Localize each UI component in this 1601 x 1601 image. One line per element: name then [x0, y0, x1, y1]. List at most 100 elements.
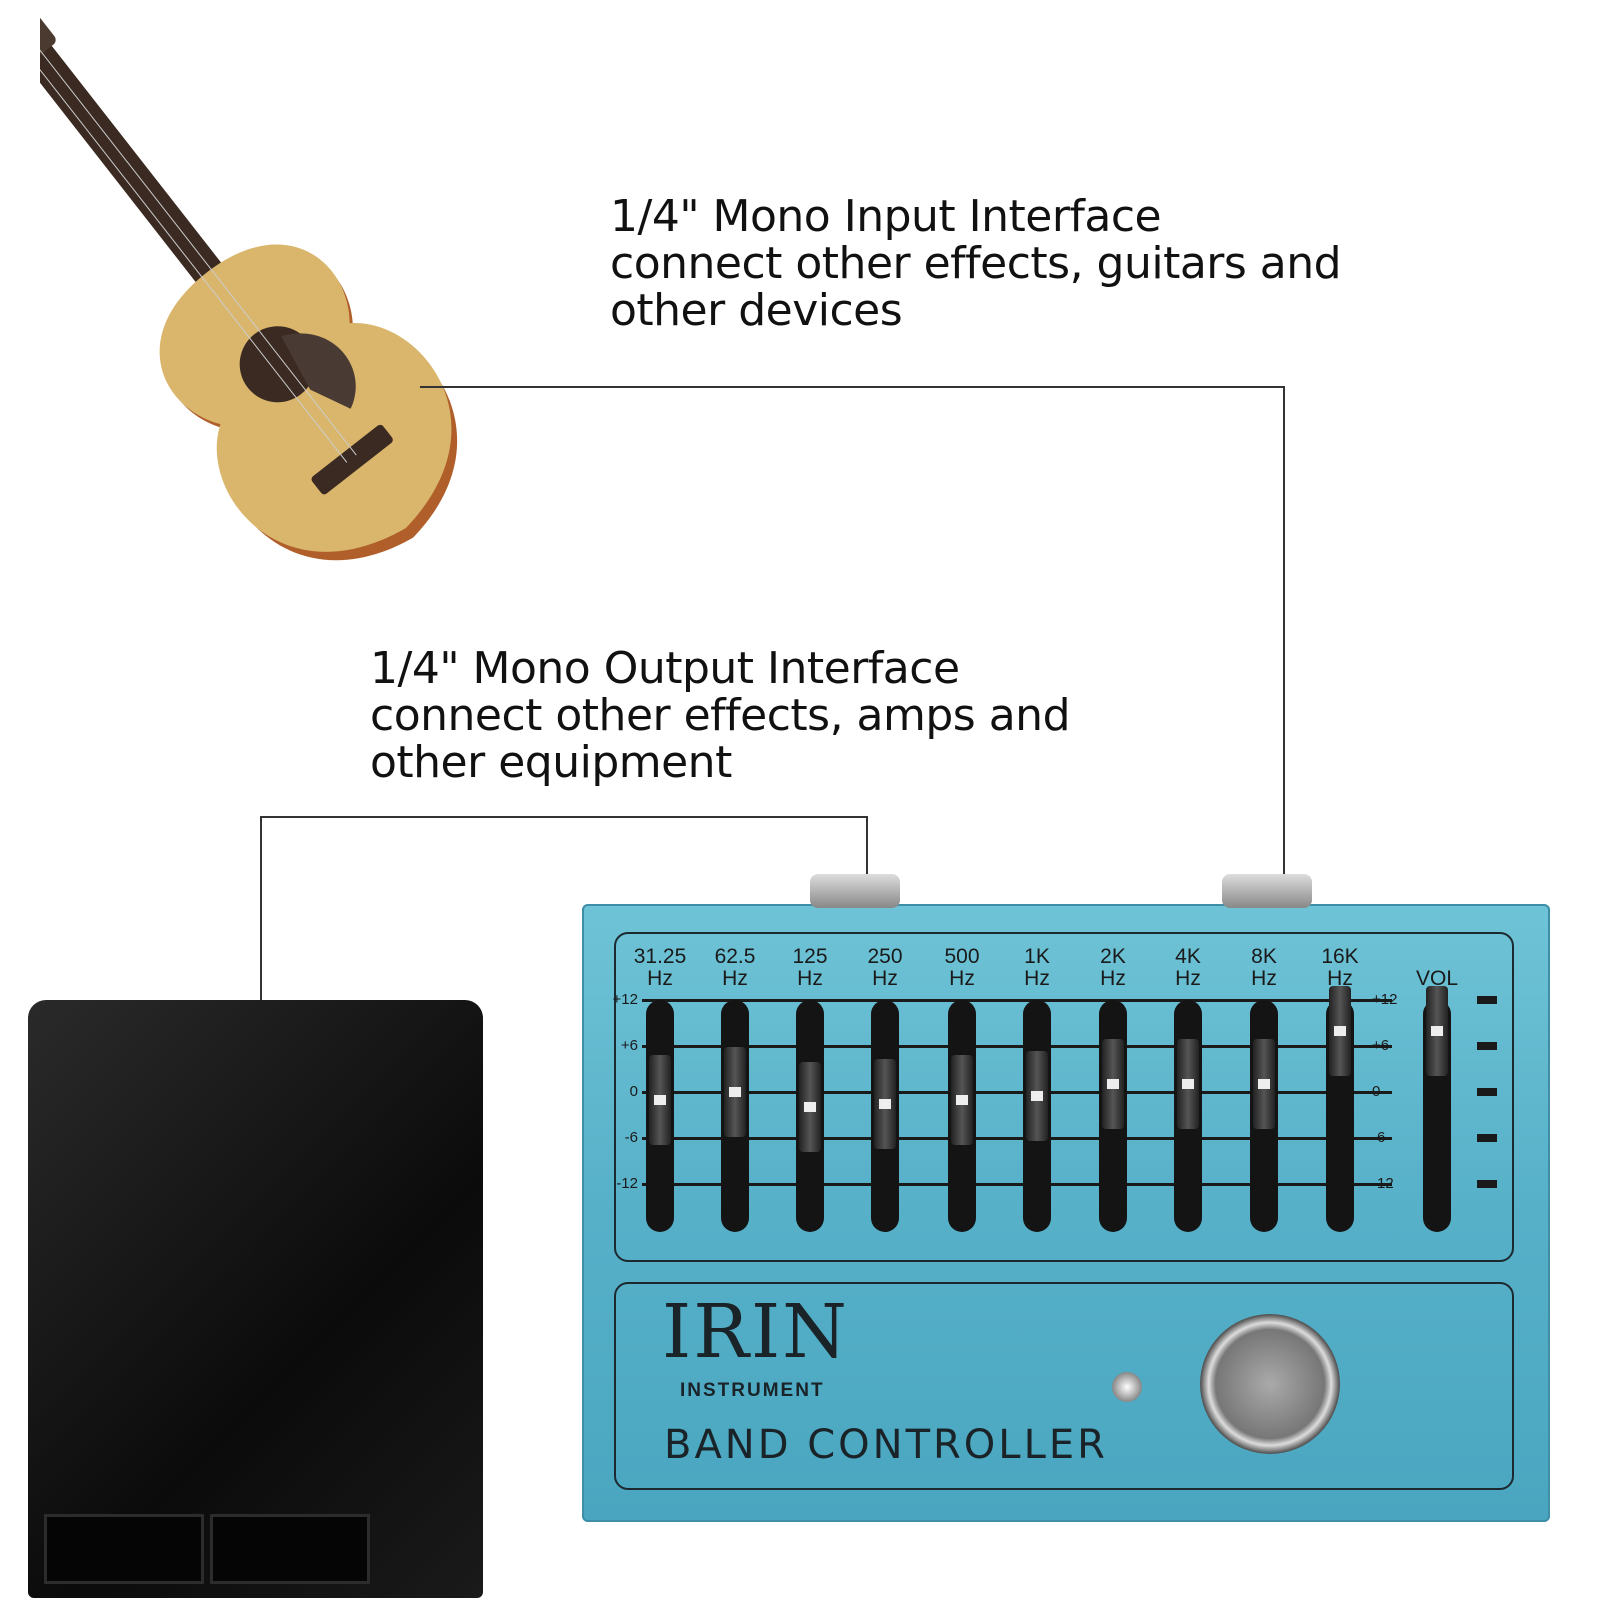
band-slider[interactable] — [1099, 1000, 1127, 1232]
band-slider[interactable] — [948, 1000, 976, 1232]
band-unit: Hz — [797, 967, 823, 990]
caption-line: other equipment — [370, 737, 732, 788]
band-slider[interactable] — [871, 1000, 899, 1232]
band-slider[interactable] — [646, 1000, 674, 1232]
band-frequency: 62.5 — [714, 945, 756, 968]
band-slider[interactable] — [1174, 1000, 1202, 1232]
scale-line — [642, 1091, 1392, 1094]
caption-line: other devices — [610, 285, 903, 336]
caption-line: 1/4" Mono Output Interface — [370, 643, 960, 694]
scale-label-right: -6 — [1372, 1129, 1386, 1146]
scale-label-right: -12 — [1372, 1175, 1394, 1192]
slider-knob[interactable] — [724, 1047, 746, 1137]
slider-knob[interactable] — [649, 1054, 671, 1145]
vol-slider[interactable] — [1423, 985, 1451, 1232]
cabinet-port — [44, 1514, 204, 1584]
band-frequency: 500 — [944, 945, 980, 968]
band-frequency: 16K — [1321, 945, 1359, 968]
scale-label-left: +12 — [612, 991, 638, 1008]
vol-label: VOL — [1402, 968, 1472, 990]
vol-scale-mark — [1477, 1042, 1497, 1050]
vol-scale-mark — [1477, 1088, 1497, 1096]
scale-label-left: -12 — [616, 1175, 638, 1192]
vol-scale-mark — [1477, 1180, 1497, 1188]
band-slider[interactable] — [796, 1000, 824, 1232]
band-frequency: 250 — [867, 945, 903, 968]
input-interface-caption: 1/4" Mono Input Interface connect other … — [610, 191, 1342, 336]
footswitch-button[interactable] — [1200, 1314, 1340, 1454]
band-slider[interactable] — [721, 1000, 749, 1232]
output-connector-line — [260, 816, 262, 1028]
acoustic-guitar-image — [40, 3, 458, 561]
band-unit: Hz — [949, 967, 975, 990]
band-frequency: 125 — [792, 945, 828, 968]
band-frequency: 31.25 — [633, 945, 687, 968]
scale-line — [642, 1045, 1392, 1048]
band-unit: Hz — [1024, 967, 1050, 990]
slider-knob[interactable] — [951, 1054, 973, 1145]
band-frequency: 8K — [1251, 945, 1277, 968]
band-unit: Hz — [722, 967, 748, 990]
band-slider[interactable] — [1023, 1000, 1051, 1232]
output-connector-line — [260, 816, 868, 818]
scale-label-left: -6 — [624, 1129, 638, 1146]
band-slider[interactable] — [1326, 985, 1354, 1232]
band-frequency: 2K — [1100, 945, 1126, 968]
input-connector-line — [1283, 386, 1285, 881]
model-name: BAND CONTROLLER — [664, 1422, 1108, 1468]
amplifier-cabinet-image — [28, 1000, 483, 1598]
slider-knob[interactable] — [1329, 985, 1351, 1076]
scale-label-right: +6 — [1372, 1037, 1390, 1054]
band-unit: Hz — [647, 967, 673, 990]
output-jack[interactable] — [810, 874, 900, 908]
band-unit: Hz — [1100, 967, 1126, 990]
band-unit: Hz — [1175, 967, 1201, 990]
scale-label-right: +12 — [1372, 991, 1398, 1008]
band-unit: Hz — [1327, 967, 1353, 990]
scale-label-right: 0 — [1372, 1083, 1381, 1100]
scale-line — [642, 999, 1392, 1002]
caption-line: connect other effects, amps and — [370, 690, 1071, 741]
slider-knob[interactable] — [1253, 1039, 1275, 1130]
input-jack[interactable] — [1222, 874, 1312, 908]
vol-scale-mark — [1477, 1134, 1497, 1142]
brand-panel — [614, 1282, 1514, 1490]
scale-label-left: +6 — [620, 1037, 638, 1054]
slider-knob[interactable] — [874, 1058, 896, 1149]
output-connector-line — [866, 816, 868, 880]
eq-panel — [614, 932, 1514, 1262]
caption-line: connect other effects, guitars and — [610, 238, 1342, 289]
slider-knob[interactable] — [1426, 985, 1448, 1076]
scale-label-left: 0 — [629, 1083, 638, 1100]
slider-knob[interactable] — [1177, 1039, 1199, 1130]
band-frequency: VOL — [1415, 967, 1459, 990]
slider-knob[interactable] — [1026, 1050, 1048, 1141]
band-slider[interactable] — [1250, 1000, 1278, 1232]
output-interface-caption: 1/4" Mono Output Interface connect other… — [370, 643, 1071, 788]
slider-knob[interactable] — [1102, 1039, 1124, 1130]
caption-line: 1/4" Mono Input Interface — [610, 191, 1162, 242]
brand-subtitle: INSTRUMENT — [680, 1380, 825, 1401]
band-frequency: 1K — [1024, 945, 1050, 968]
band-unit: Hz — [1251, 967, 1277, 990]
scale-line — [642, 1137, 1392, 1140]
vol-scale-mark — [1477, 996, 1497, 1004]
slider-knob[interactable] — [799, 1062, 821, 1153]
scale-line — [642, 1183, 1392, 1186]
led-indicator — [1112, 1372, 1142, 1402]
cabinet-port — [210, 1514, 370, 1584]
band-unit: Hz — [872, 967, 898, 990]
input-connector-line — [420, 386, 1284, 388]
band-frequency: 4K — [1175, 945, 1201, 968]
